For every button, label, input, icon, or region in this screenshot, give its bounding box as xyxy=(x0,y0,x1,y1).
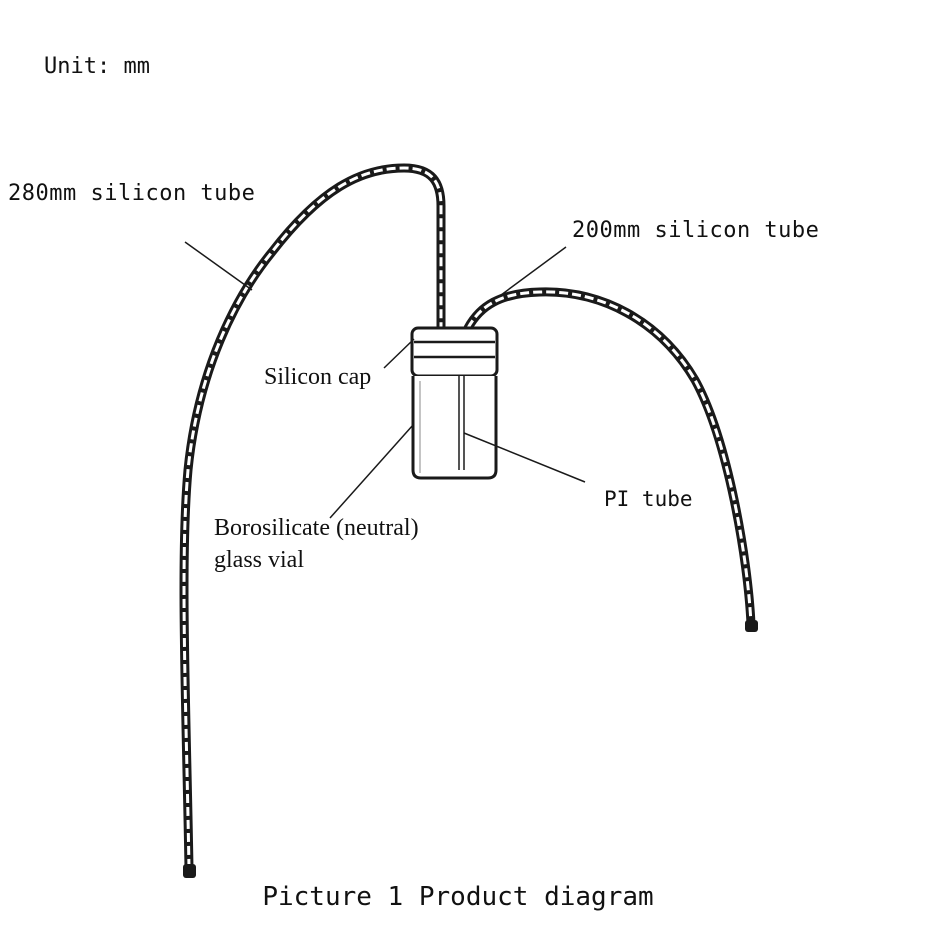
long-tube-end-cap xyxy=(183,864,196,878)
label-pi-tube: PI tube xyxy=(604,487,693,511)
short-tube-end-cap xyxy=(745,620,758,632)
leader-cap xyxy=(383,338,415,369)
silicon-cap xyxy=(410,326,499,378)
figure-caption: Picture 1 Product diagram xyxy=(262,882,654,912)
short-silicon-tube xyxy=(463,287,758,632)
leader-pi-tube xyxy=(463,432,586,483)
leader-200-tube xyxy=(496,246,567,299)
label-glass-vial-line2: glass vial xyxy=(214,547,304,573)
label-glass-vial: Borosilicate (neutral) glass vial xyxy=(214,512,419,576)
label-200mm-tube: 200mm silicon tube xyxy=(572,218,820,243)
label-silicon-cap: Silicon cap xyxy=(264,364,372,390)
long-silicon-tube xyxy=(179,163,446,878)
leader-vial xyxy=(329,424,414,519)
leader-280-tube xyxy=(184,241,253,291)
label-280mm-tube: 280mm silicon tube xyxy=(8,181,256,206)
unit-label: Unit: mm xyxy=(44,54,150,79)
glass-vial xyxy=(411,376,498,480)
label-glass-vial-line1: Borosilicate (neutral) xyxy=(214,515,419,541)
